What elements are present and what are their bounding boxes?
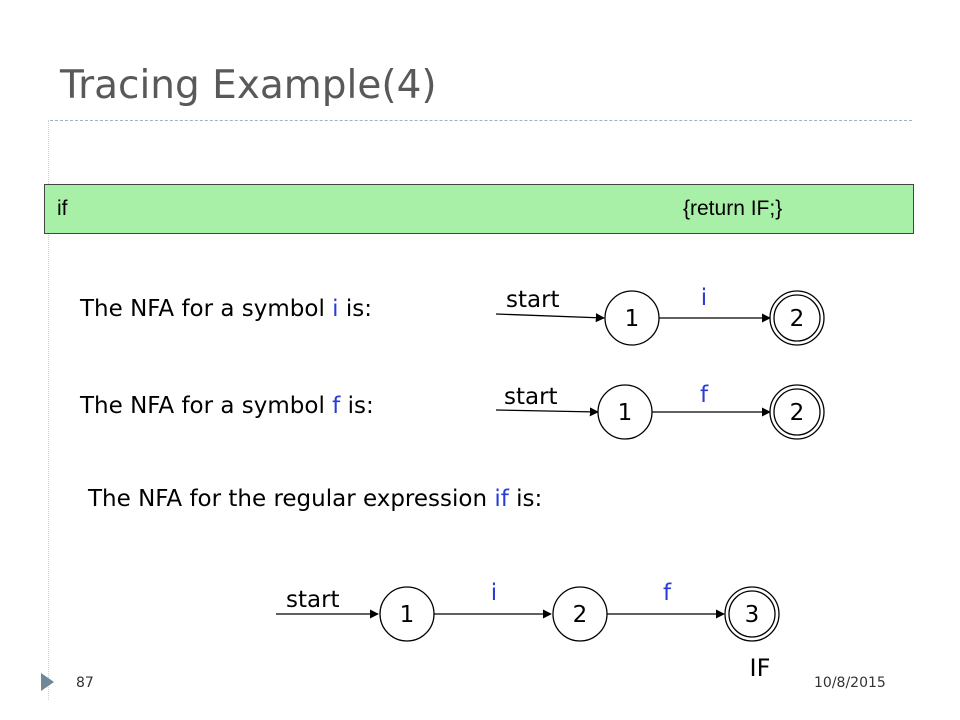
lex-rule-box: if {return IF;} [44,184,914,234]
nfa-if-accept-label: IF [750,654,771,682]
nfa-f-caption-prefix: The NFA for a symbol [80,393,333,419]
nfa-f-caption-suffix: is: [340,393,374,419]
footer-page-number: 87 [76,675,94,691]
nfa-if-state-3-outer [724,586,780,642]
nfa-f-caption-symbol: f [332,393,341,419]
nfa-f-state-2-outer [769,384,825,440]
left-margin-line [48,120,49,700]
nfa-i-caption-symbol: i [332,296,339,322]
nfa-i-caption: The NFA for a symbol i is: [80,296,372,322]
nfa-if-state-1-label: 1 [400,602,415,628]
nfa-f-state-1-label: 1 [618,400,633,426]
nfa-f-start-arrow [495,407,599,417]
nfa-i-state-2-label: 2 [790,306,805,332]
nfa-if-caption-suffix: is: [508,486,543,512]
nfa-i-transition-label: i [701,285,707,311]
rule-action: {return IF;} [683,197,783,220]
nfa-f-start-label: start [504,384,558,410]
nfa-if-start-label: start [286,587,340,613]
nfa-i-start-label: start [506,287,560,313]
nfa-i-diagram: start 1 i 2 [495,285,825,346]
nfa-i-state-1-label: 1 [625,306,640,332]
nfa-if-caption: The NFA for the regular expression if is… [88,486,542,512]
nfa-f-state-2-label: 2 [790,400,805,426]
title-divider [50,120,912,121]
nfa-i-caption-prefix: The NFA for a symbol [80,296,333,322]
nfa-f-caption: The NFA for a symbol f is: [80,393,374,419]
nfa-f-transition-label: f [700,382,709,408]
nfa-if-state-3-label: 3 [745,602,760,628]
nfa-if-caption-symbol: if [494,486,509,512]
slide-title: Tracing Example(4) [60,63,437,108]
nfa-f-diagram: start 1 f 2 [495,382,825,440]
nfa-i-start-arrow [495,313,605,323]
nfa-if-state-2-label: 2 [573,602,588,628]
nfa-if-transition-i-label: i [491,580,497,606]
footer-date: 10/8/2015 [814,675,886,691]
nfa-if-state-3-inner [728,590,776,638]
rule-pattern: if [57,197,68,220]
nfa-if-diagram: start 1 i 2 f 3 IF [276,580,780,682]
nfa-f-state-2-inner [773,388,821,436]
nfa-i-caption-suffix: is: [338,296,372,322]
nfa-i-state-2-outer [769,290,825,346]
footer-bullet-icon [41,673,54,691]
nfa-if-transition-f-label: f [663,580,672,606]
nfa-if-caption-prefix: The NFA for the regular expression [88,486,495,512]
nfa-i-state-2-inner [773,294,821,342]
